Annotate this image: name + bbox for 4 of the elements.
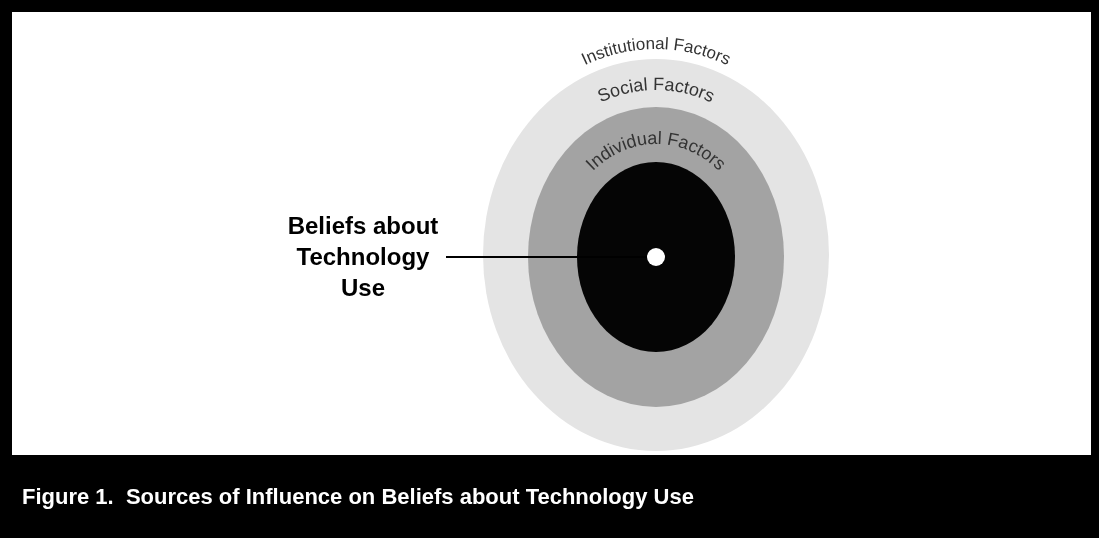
ring-label: Social Factors bbox=[594, 73, 718, 107]
ring-label: Institutional Factors bbox=[578, 33, 734, 69]
figure-caption: Figure 1. Sources of Influence on Beliefs about Technology Use bbox=[22, 484, 694, 510]
beliefs-label: Beliefs about Technology Use bbox=[280, 210, 446, 303]
